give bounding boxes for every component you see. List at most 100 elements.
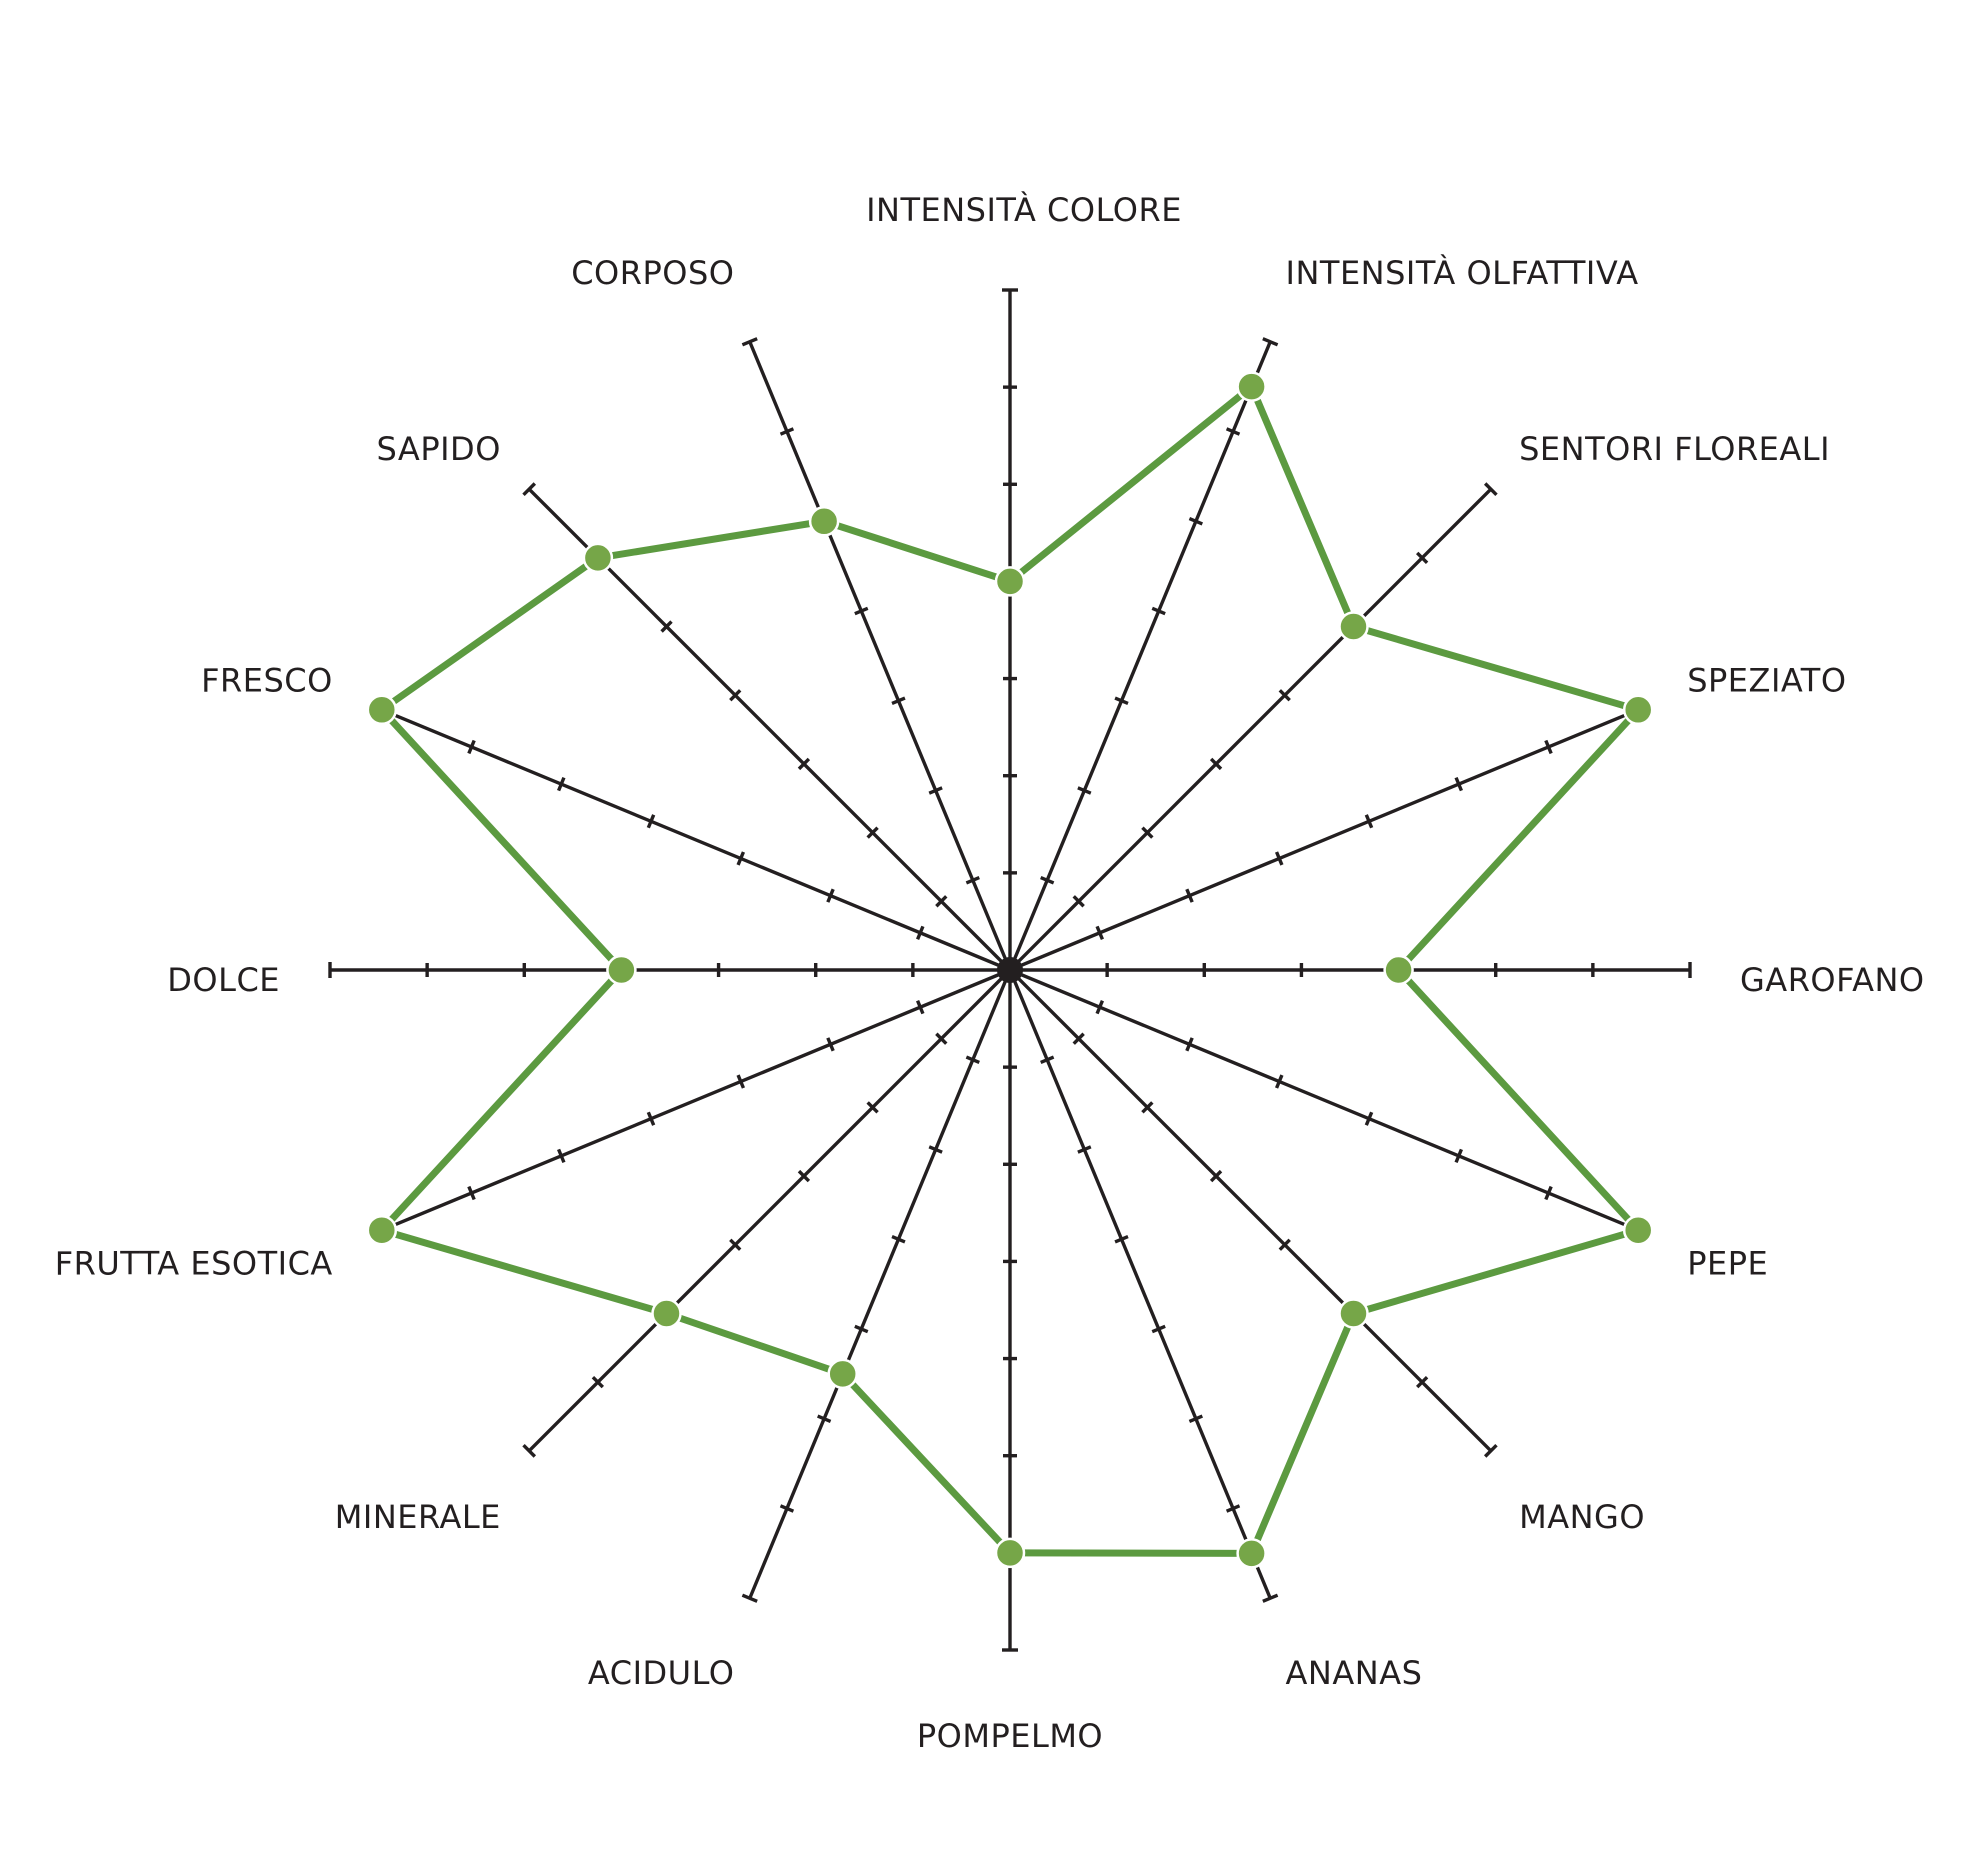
axis-tick (729, 1238, 742, 1251)
axis-tick (935, 1032, 948, 1045)
data-point (606, 954, 637, 986)
axis-label: ACIDULO (588, 1654, 735, 1692)
axis-line (527, 968, 1012, 1453)
axis-tick (928, 786, 943, 795)
axis-tick (557, 777, 566, 792)
axis-line (1008, 968, 1493, 1453)
axis-tick (797, 757, 811, 771)
axis-tick (736, 1074, 746, 1089)
axis-label: CORPOSO (571, 254, 734, 292)
axis-tick (660, 620, 673, 633)
axis-tick (779, 427, 795, 436)
axis-tick (557, 1148, 566, 1163)
axis-tick (1072, 895, 1085, 908)
axis-tick (1209, 757, 1223, 771)
axis-tick (891, 696, 906, 706)
axis-endcap (522, 482, 537, 497)
axis-tick (916, 925, 925, 940)
axis-tick (646, 1111, 656, 1126)
axis-tick (1151, 1324, 1166, 1334)
axis-tick (1544, 739, 1553, 755)
axis-tick (1095, 1000, 1104, 1015)
axis-tick (736, 851, 746, 866)
data-point (1622, 1214, 1654, 1246)
axis-line (1009, 708, 1639, 972)
axis-endcap (1483, 482, 1498, 497)
axis-tick (1274, 1074, 1284, 1089)
axis-tick (1095, 925, 1104, 940)
axis-tick (1040, 876, 1055, 885)
data-point (1338, 1298, 1369, 1329)
axis-tick (1185, 888, 1194, 903)
axis-tick (866, 826, 879, 839)
chart-center-hub (997, 957, 1023, 983)
axis-tick (1114, 696, 1129, 706)
axis-tick (965, 876, 980, 885)
axis-tick (817, 1414, 832, 1423)
data-point (994, 566, 1026, 597)
axis-label: PEPE (1687, 1245, 1768, 1283)
axis-label: DOLCE (167, 961, 280, 999)
axis-tick (1278, 1238, 1291, 1251)
axis-tick (1225, 1504, 1241, 1513)
axis-tick (1225, 427, 1241, 436)
axis-label: FRUTTA ESOTICA (55, 1245, 333, 1283)
axis-endcap (1262, 1593, 1279, 1603)
axis-line (527, 487, 1012, 972)
axis-tick (1415, 1375, 1429, 1389)
axis-tick (779, 1504, 795, 1513)
axis-labels-layer: INTENSITÀ COLORE INTENSITÀ OLFATTIVA SENTO… (55, 191, 1924, 1755)
data-point (1338, 611, 1369, 642)
axis-tick (916, 1000, 925, 1015)
data-point (651, 1298, 682, 1329)
axis-tick (1040, 1055, 1055, 1064)
axis-tick (797, 1169, 811, 1183)
axis-tick (1364, 1111, 1374, 1126)
axis-line (1008, 969, 1272, 1599)
axis-line (748, 969, 1012, 1599)
data-point (366, 1214, 398, 1246)
data-point (808, 506, 840, 537)
axis-tick (729, 689, 742, 702)
axis-tick (1188, 517, 1203, 526)
data-point (827, 1358, 858, 1390)
axis-tick (1141, 826, 1154, 839)
axis-tick (1188, 1414, 1203, 1423)
axis-tick (1077, 1145, 1092, 1154)
axis-tick (1544, 1185, 1553, 1201)
axis-tick (854, 606, 869, 616)
axis-tick (1151, 606, 1166, 616)
axis-tick (1278, 689, 1291, 702)
axis-tick (1364, 814, 1374, 829)
axis-endcap (741, 337, 758, 347)
axis-endcap (1483, 1443, 1498, 1458)
data-point (1622, 694, 1654, 726)
axis-line (748, 341, 1012, 971)
axis-tick (854, 1324, 869, 1334)
axis-tick (1209, 1169, 1223, 1183)
axis-label: ANANAS (1286, 1654, 1423, 1692)
axis-tick (591, 1375, 605, 1389)
axis-tick (467, 1185, 476, 1201)
axis-tick (1454, 1148, 1463, 1163)
axis-line (381, 708, 1011, 972)
data-point (1236, 371, 1267, 402)
axis-tick (1185, 1037, 1194, 1052)
axis-endcap (1262, 337, 1279, 347)
axis-line (1009, 968, 1639, 1232)
axis-tick (1077, 786, 1092, 795)
axis-endcap (522, 1443, 537, 1458)
axis-tick (891, 1234, 906, 1244)
axis-label: INTENSITÀ OLFATTIVA (1286, 254, 1639, 292)
data-point (1383, 954, 1414, 986)
axis-label: POMPELMO (917, 1717, 1103, 1755)
axis-label: FRESCO (201, 661, 333, 699)
data-point (366, 694, 398, 726)
axis-label: INTENSITÀ COLORE (866, 191, 1182, 229)
axis-tick (965, 1055, 980, 1064)
data-point (582, 542, 614, 574)
axis-label: SENTORI FLOREALI (1519, 430, 1830, 468)
axis-label: MANGO (1519, 1498, 1645, 1536)
axis-tick (826, 888, 835, 903)
